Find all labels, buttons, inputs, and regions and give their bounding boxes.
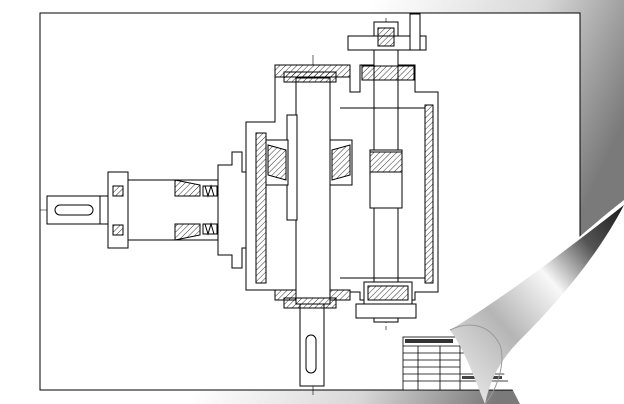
input-bearings [174, 179, 218, 241]
worm-shaft [347, 13, 427, 323]
page-curl [449, 200, 624, 404]
output-bearings [265, 71, 353, 309]
output-shaft [286, 77, 331, 387]
page-curl-underside [450, 205, 624, 404]
gearbox-assembly [40, 13, 439, 395]
